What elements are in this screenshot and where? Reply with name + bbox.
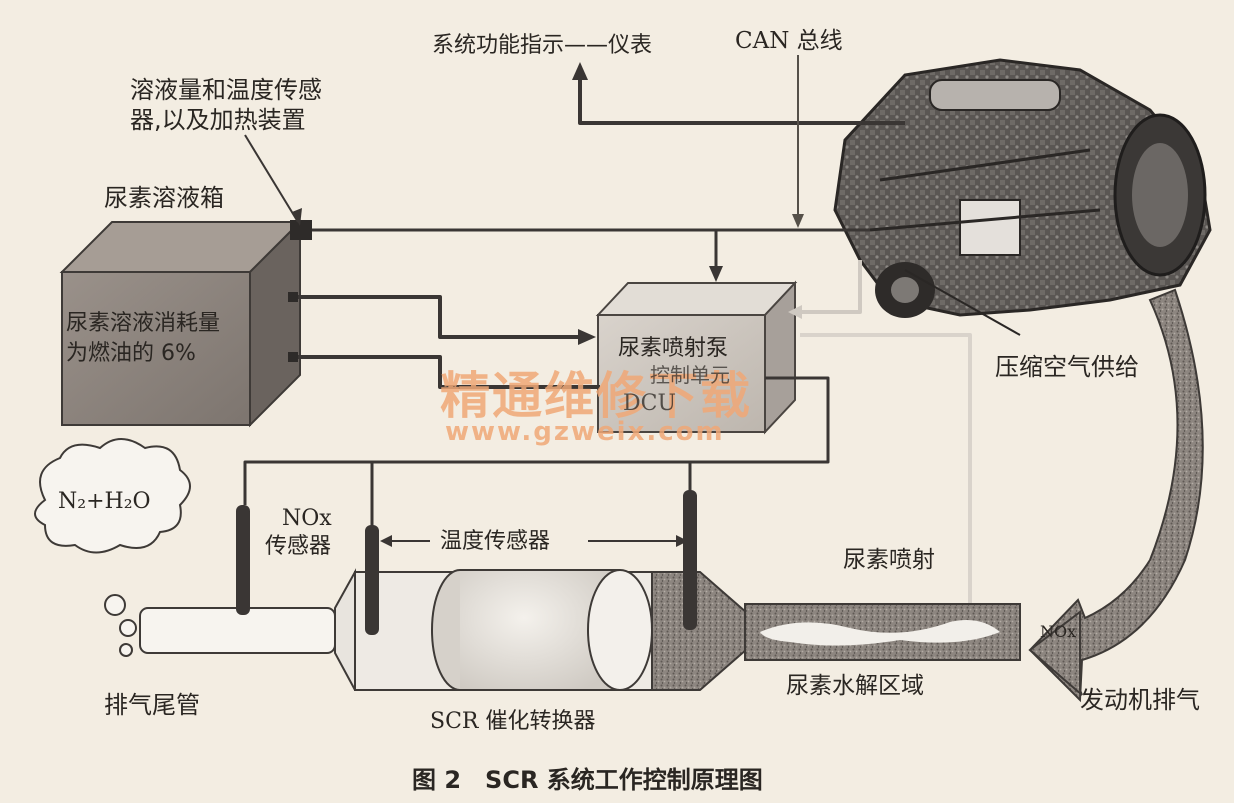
engine-exhaust-label: 发动机排气 bbox=[1080, 686, 1200, 714]
emission-cloud bbox=[34, 438, 191, 657]
temp-sensor-span-arrow bbox=[380, 535, 688, 547]
can-bus-label: CAN 总线 bbox=[735, 28, 843, 54]
urea-injection-label: 尿素喷射 bbox=[843, 547, 935, 573]
nox-flow-label: NOx bbox=[1040, 622, 1076, 641]
temp-sensor-probe-2 bbox=[683, 490, 697, 630]
tank-text-line2: 为燃油的 6% bbox=[66, 341, 196, 366]
urea-tank bbox=[59, 219, 312, 428]
tailpipe bbox=[139, 607, 336, 654]
watermark-cn: 精通维修下载 bbox=[440, 367, 752, 425]
pump-label-line2: 控制单元 bbox=[650, 363, 730, 387]
nox-sensor-label-line2: 传感器 bbox=[265, 534, 331, 559]
sensor-label-line2: 器,以及加热装置 bbox=[130, 106, 306, 134]
connection-lines bbox=[243, 55, 1021, 605]
exhaust-system bbox=[139, 490, 1021, 691]
engine-illustration bbox=[833, 58, 1212, 318]
level-sensor-icon bbox=[290, 220, 312, 240]
pump-label-line3: DCU bbox=[623, 391, 676, 416]
watermark-url: www.gzweix.com bbox=[445, 417, 725, 447]
exhaust-flow-arrow bbox=[1028, 288, 1204, 703]
tank-text-line1: 尿素溶液消耗量 bbox=[66, 311, 220, 336]
temp-sensor-label: 温度传感器 bbox=[440, 529, 550, 554]
nox-sensor-probe bbox=[236, 505, 250, 615]
emission-label: N₂+H₂O bbox=[58, 489, 151, 514]
scr-converter-label: SCR 催化转换器 bbox=[430, 709, 595, 734]
figure-caption: 图 2 SCR 系统工作控制原理图 bbox=[412, 766, 763, 794]
urea-pump-dcu bbox=[595, 280, 798, 435]
indicator-label: 系统功能指示——仪表 bbox=[432, 33, 652, 58]
temp-sensor-probe-1 bbox=[365, 525, 379, 635]
hydrolysis-label: 尿素水解区域 bbox=[786, 673, 924, 699]
air-supply-label: 压缩空气供给 bbox=[995, 353, 1139, 381]
sensor-label-line1: 溶液量和温度传感 bbox=[130, 76, 322, 104]
tank-title: 尿素溶液箱 bbox=[104, 184, 224, 212]
nox-sensor-label-line1: NOx bbox=[282, 506, 332, 531]
pump-label-line1: 尿素喷射泵 bbox=[618, 336, 728, 361]
tailpipe-label: 排气尾管 bbox=[104, 691, 200, 719]
